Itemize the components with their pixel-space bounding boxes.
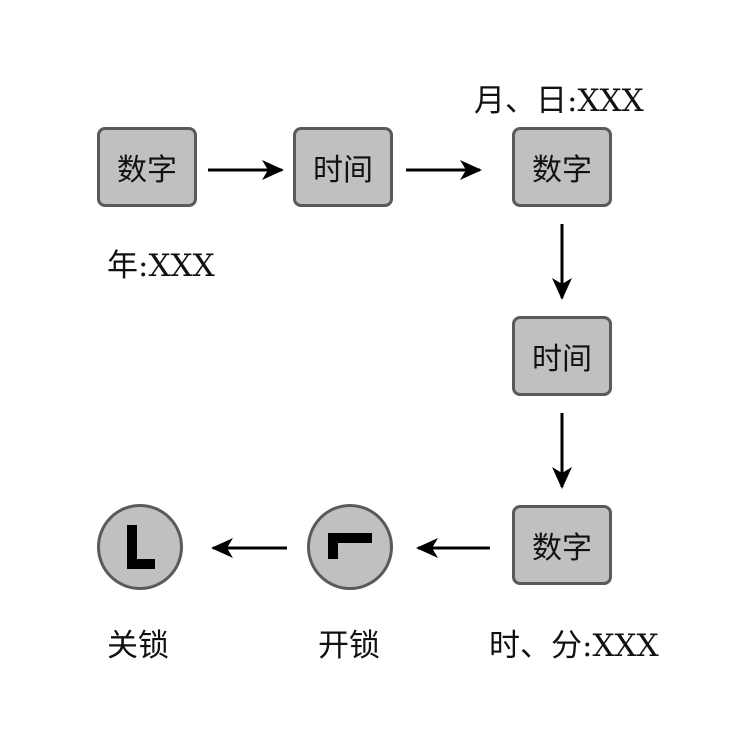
label-hour-minute: 时、分:XXX [489,628,659,664]
node-time-1: 时间 [293,127,393,207]
lock-L-icon [127,525,155,569]
unlock-corner-icon [328,533,372,559]
label-lock: 关锁 [107,628,169,664]
arrowhead [416,538,438,558]
label-year: 年:XXX [107,248,215,284]
arrowhead [262,160,284,180]
label-unlock: 开锁 [318,628,380,664]
node-unlock [307,504,393,590]
node-time-2: 时间 [512,316,612,396]
arrowhead [460,160,482,180]
label-month-day: 月、日:XXX [474,83,644,119]
arrowhead [552,278,572,300]
node-lock [97,504,183,590]
arrowhead [211,538,233,558]
node-number-1: 数字 [97,127,197,207]
node-number-2: 数字 [512,127,612,207]
arrowhead [552,467,572,489]
node-number-3: 数字 [512,505,612,585]
